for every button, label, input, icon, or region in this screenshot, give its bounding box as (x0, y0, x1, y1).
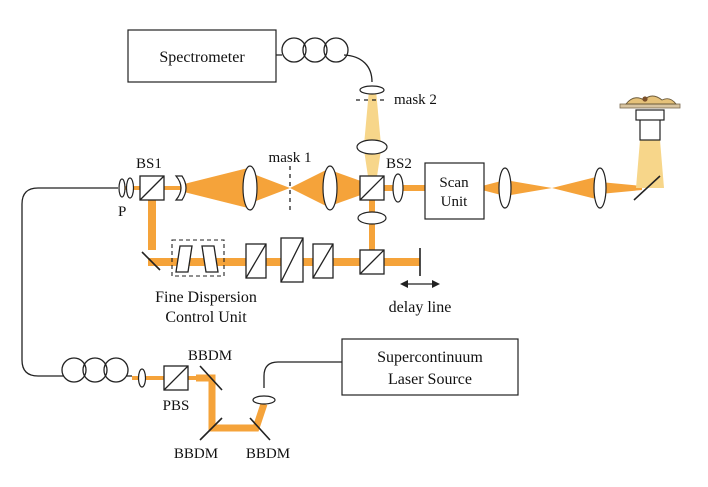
delay-line-arrow-icon (400, 280, 440, 288)
fine-dispersion-label-line2: Control Unit (165, 309, 247, 326)
fold-mirror (633, 175, 661, 201)
spectrometer-box (127, 29, 277, 83)
input-lens (125, 177, 135, 199)
spectrometer-label: Spectrometer (159, 49, 245, 66)
spectrometer-beam-lower (364, 150, 381, 183)
source-fiber (263, 361, 342, 388)
lens-before-bs2-bottom (357, 211, 387, 225)
sample-beam-relay1 (180, 168, 290, 208)
spectrometer-lens-top (359, 85, 385, 95)
delay-line-label: delay line (389, 299, 452, 316)
spectrometer-fiber (276, 54, 373, 83)
relay-lens-2b (593, 167, 607, 209)
polarizer-p (118, 178, 126, 198)
objective-icon (635, 109, 665, 141)
objective-beam (636, 140, 664, 188)
spectrometer-lens-bottom (356, 139, 388, 155)
dispersion-block-1 (245, 243, 267, 279)
interferometer-fiber-coils (61, 357, 129, 383)
sample-icon (619, 95, 681, 109)
bs2-label: BS2 (386, 156, 412, 172)
beam-splitter-bs2 (359, 175, 385, 201)
supercontinuum-label-line2: Laser Source (388, 371, 472, 388)
fiber-coupling-lens-left (137, 368, 147, 388)
fine-dispersion-label-line1: Fine Dispersion (155, 289, 257, 306)
mask-2-label: mask 2 (394, 92, 437, 108)
beam-splitter-bs1 (139, 175, 165, 201)
supercontinuum-source-box (341, 338, 519, 396)
bs1-label: BS1 (136, 156, 162, 172)
scan-unit-box (424, 162, 485, 220)
bbdm-bottom-left-label: BBDM (174, 446, 218, 462)
pbs-label: PBS (163, 398, 190, 414)
polarizing-beam-splitter (163, 365, 189, 391)
scan-unit-label-line2: Unit (441, 194, 469, 210)
bbdm-top-label: BBDM (188, 348, 232, 364)
lens-after-bs1 (174, 175, 187, 201)
interferometer-fiber (21, 187, 132, 377)
mask-1-label: mask 1 (269, 150, 312, 166)
dispersion-block-3 (312, 243, 334, 279)
spectrometer-fiber-coils (281, 37, 349, 63)
supercontinuum-label-line1: Supercontinuum (377, 349, 483, 366)
bbdm-mirror-bottom-left (199, 417, 223, 441)
relay-lens-1a (242, 165, 258, 211)
lens-after-bs2 (392, 173, 404, 203)
bbdm-mirror-bottom-right (249, 417, 271, 441)
dispersion-block-2 (280, 237, 304, 283)
relay-lens-1b (322, 165, 338, 211)
reference-mirror (141, 251, 161, 271)
spectrometer-beam (364, 90, 381, 145)
fine-dispersion-control-unit (171, 239, 225, 277)
source-coupling-lens (252, 395, 276, 405)
polarizer-label: P (118, 204, 126, 220)
bbdm-bottom-right-label: BBDM (246, 446, 290, 462)
reference-beam-splitter (359, 249, 385, 275)
bbdm-mirror-top (199, 365, 223, 391)
relay-lens-2a (498, 167, 512, 209)
scan-unit-label-line1: Scan (439, 175, 469, 191)
